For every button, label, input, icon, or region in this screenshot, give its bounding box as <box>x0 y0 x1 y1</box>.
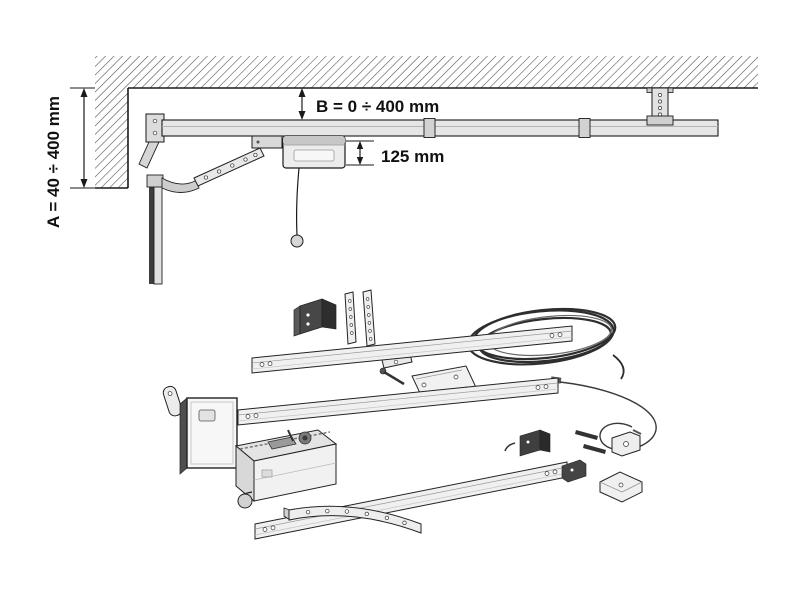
hanger-straps <box>344 289 376 347</box>
arrowhead-up-icon <box>356 141 364 149</box>
arrowhead-up-icon <box>80 88 88 97</box>
rail-joint <box>578 118 591 138</box>
chain-carriage <box>267 436 297 450</box>
angle-bracket <box>561 459 587 483</box>
arrowhead-down-icon <box>356 157 364 165</box>
rail-segment-1 <box>251 325 573 374</box>
guide-rail <box>161 119 719 137</box>
installation-diagram: A = 40 ÷ 400 mm <box>44 56 758 285</box>
lamp-lens <box>293 149 335 162</box>
parts-exploded-view <box>162 289 657 540</box>
pull-knob-part <box>237 493 253 509</box>
wall-strut <box>138 141 160 169</box>
dimension-a: A = 40 ÷ 400 mm <box>44 87 95 228</box>
door-u-bracket <box>599 471 643 503</box>
header-bracket <box>293 298 337 337</box>
ceiling-section <box>95 56 758 89</box>
arrowhead-down-icon <box>298 111 306 120</box>
door-arm <box>146 147 265 193</box>
drive-unit <box>234 429 338 509</box>
wall-control-unit <box>162 385 238 475</box>
dimension-a-label: A = 40 ÷ 400 mm <box>44 96 63 228</box>
wall-section <box>95 88 129 189</box>
screws <box>575 430 606 454</box>
release-cord <box>290 167 304 248</box>
coil-end <box>612 354 625 380</box>
drive-head <box>282 135 346 169</box>
rail-joint <box>423 118 436 138</box>
clevis-bracket <box>611 429 642 457</box>
door-panel <box>149 185 163 285</box>
rail-assembly <box>138 113 719 169</box>
wall-button <box>198 409 216 422</box>
hardware-cluster <box>504 429 643 503</box>
arrowhead-down-icon <box>80 179 88 188</box>
rail-segment-2 <box>237 377 559 426</box>
dimension-125: 125 mm <box>346 140 444 166</box>
antenna-strap <box>162 385 183 417</box>
front-mount-bracket <box>145 113 165 143</box>
connector-block <box>504 429 551 457</box>
ceiling-suspension-bracket <box>646 87 674 126</box>
dimension-b-label: B = 0 ÷ 400 mm <box>316 97 439 116</box>
dimension-125-label: 125 mm <box>381 147 444 166</box>
pull-knob <box>290 234 304 248</box>
dimension-b: B = 0 ÷ 400 mm <box>298 88 439 120</box>
door-bracket <box>146 174 164 188</box>
bolt-shaft <box>383 370 405 386</box>
arrowhead-up-icon <box>298 88 306 97</box>
trolley-carriage <box>251 135 283 149</box>
curved-arm-part <box>283 505 422 534</box>
